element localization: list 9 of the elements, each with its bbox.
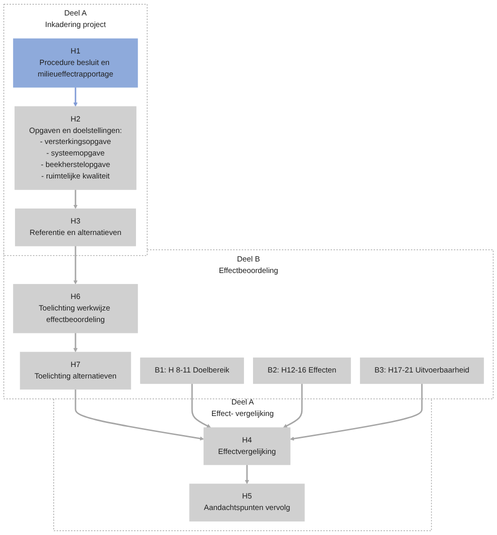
arrow	[290, 384, 423, 441]
arrow	[244, 464, 250, 484]
arrow	[283, 384, 303, 428]
arrow	[73, 246, 78, 284]
arrow	[73, 332, 78, 352]
arrow	[74, 389, 204, 441]
arrow	[191, 384, 211, 428]
arrow	[73, 190, 78, 209]
arrow	[73, 87, 78, 107]
